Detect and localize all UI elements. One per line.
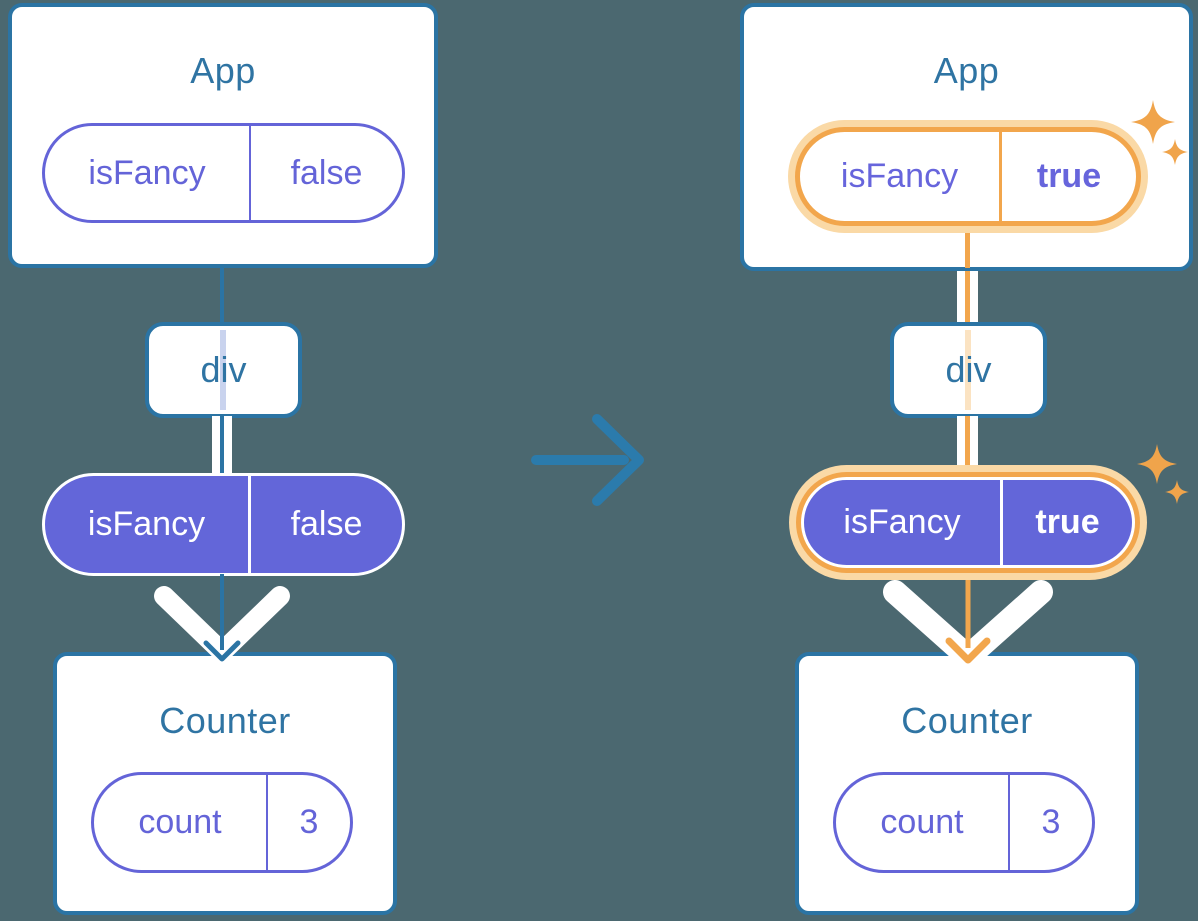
left-app-title: App — [190, 50, 256, 91]
sparkle-stars-icon — [1131, 100, 1188, 165]
right-counter-state-pill: count 3 — [833, 772, 1095, 873]
right-div-card: div — [890, 322, 1047, 418]
left-down-arrow-icon — [154, 574, 290, 662]
state-key: isFancy — [800, 132, 1002, 221]
left-app-div-connector — [220, 264, 224, 324]
state-value: false — [290, 153, 363, 192]
right-app-state-pill-highlighted: isFancy true — [795, 127, 1141, 226]
sparkle-stars-icon — [1137, 444, 1189, 504]
right-counter-title: Counter — [901, 700, 1033, 741]
left-div-label: div — [200, 349, 247, 390]
right-app-inner-orange-line — [965, 232, 970, 268]
left-div-pill-connector — [212, 416, 232, 476]
right-prop-pill-highlighted: isFancy true — [801, 477, 1135, 568]
prop-value: true — [1035, 503, 1100, 541]
right-down-arrow-icon — [883, 580, 1053, 669]
transition-right-arrow-icon — [531, 414, 644, 506]
state-value: true — [1036, 157, 1102, 195]
state-key: count — [94, 775, 268, 870]
left-counter-state-pill: count 3 — [91, 772, 353, 873]
left-counter-title: Counter — [159, 700, 291, 741]
left-app-state-pill: isFancy false — [42, 123, 405, 223]
left-div-card: div — [145, 322, 302, 418]
state-key: isFancy — [45, 126, 251, 220]
right-div-prop-stripe — [965, 330, 971, 410]
prop-value: false — [290, 505, 363, 543]
right-div-pill-connector — [957, 416, 978, 472]
prop-key: isFancy — [45, 476, 251, 573]
right-div-label: div — [945, 349, 992, 390]
state-value: 3 — [299, 803, 319, 841]
state-value: 3 — [1041, 803, 1061, 841]
prop-key: isFancy — [804, 480, 1003, 565]
state-key: count — [836, 775, 1010, 870]
right-app-title: App — [933, 50, 1000, 91]
left-div-prop-stripe — [220, 330, 226, 410]
left-prop-pill: isFancy false — [42, 473, 405, 576]
right-app-div-connector — [957, 266, 978, 324]
